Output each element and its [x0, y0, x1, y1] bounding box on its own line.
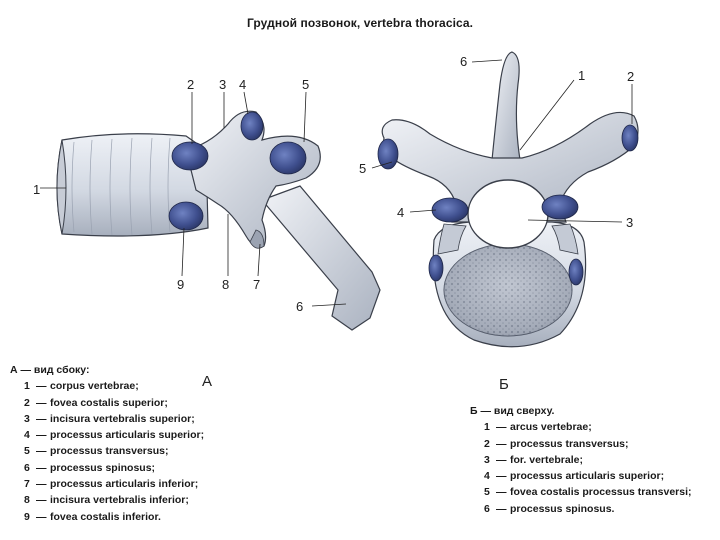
- legend-b-num: 6: [484, 502, 490, 515]
- view-a-letter: А: [202, 373, 212, 390]
- label-b-3: 3: [626, 215, 633, 230]
- legend-view-a: А — вид сбоку: 1—corpus vertebrae; 2—fov…: [10, 362, 204, 525]
- legend-a-text: processus articularis superior;: [50, 429, 205, 442]
- legend-b-text: processus spinosus.: [510, 502, 615, 515]
- transverse-costal-facet-right: [621, 124, 639, 152]
- view-b-superior: 1 2 3 4 5 6 Б: [359, 51, 639, 393]
- label-a-7: 7: [253, 277, 260, 292]
- view-a-lateral: 1 2 3 4 5 6 7 8 9 А: [33, 77, 381, 390]
- legend-a-num: 7: [24, 478, 30, 491]
- legend-a-item: 6—processus spinosus;: [10, 460, 204, 476]
- fovea-costalis-inferior: [168, 201, 204, 231]
- label-b-5: 5: [359, 161, 366, 176]
- legend-a-num: 4: [24, 429, 30, 442]
- legend-b-text: processus articularis superior;: [510, 470, 665, 483]
- spinous-process-a: [260, 185, 381, 331]
- view-b-letter: Б: [499, 376, 509, 393]
- transverse-process-facet-a: [269, 141, 307, 175]
- legend-b-item: 1—arcus vertebrae;: [470, 419, 692, 435]
- label-a-9: 9: [177, 277, 184, 292]
- legend-a-text: processus transversus;: [50, 445, 169, 458]
- legend-a-num: 9: [24, 510, 30, 523]
- legend-a-text: fovea costalis superior;: [50, 396, 168, 409]
- legend-a-num: 3: [24, 412, 30, 425]
- label-a-1: 1: [33, 182, 40, 197]
- label-b-6: 6: [460, 54, 467, 69]
- legend-a-num: 5: [24, 445, 30, 458]
- legend-b-num: 1: [484, 421, 490, 434]
- vertebral-foramen: [467, 179, 549, 249]
- legend-a-item: 1—corpus vertebrae;: [10, 378, 204, 394]
- legend-b-item: 2—processus transversus;: [470, 436, 692, 452]
- legend-a-num: 8: [24, 494, 30, 507]
- label-a-2: 2: [187, 77, 194, 92]
- label-a-4: 4: [239, 77, 246, 92]
- legend-b-heading: Б — вид сверху.: [470, 405, 555, 417]
- label-b-4: 4: [397, 205, 404, 220]
- label-a-6: 6: [296, 299, 303, 314]
- spinous-process-b: [491, 51, 521, 161]
- label-b-1: 1: [578, 68, 585, 83]
- legend-a-num: 6: [24, 461, 30, 474]
- legend-a-text: processus spinosus;: [50, 461, 156, 474]
- legend-a-text: fovea costalis inferior.: [50, 510, 161, 523]
- legend-a-num: 1: [24, 380, 30, 393]
- legend-b-text: fovea costalis processus transversi;: [510, 486, 692, 499]
- legend-a-item: 5—processus transversus;: [10, 443, 204, 459]
- legend-a-text: incisura vertebralis inferior;: [50, 494, 189, 507]
- costal-facet-body-left: [428, 254, 444, 282]
- superior-articular-facet-a: [240, 111, 264, 141]
- legend-a-text: corpus vertebrae;: [50, 380, 139, 393]
- legend-b-item: 3—for. vertebrale;: [470, 452, 692, 468]
- legend-b-item: 4—processus articularis superior;: [470, 468, 692, 484]
- body-striations: [71, 137, 171, 236]
- legend-b-num: 2: [484, 437, 490, 450]
- legend-b-num: 4: [484, 470, 490, 483]
- legend-b-num: 5: [484, 486, 490, 499]
- fovea-costalis-superior: [171, 141, 209, 171]
- arch-b: [381, 111, 639, 223]
- legend-b-item: 6—processus spinosus.: [470, 501, 692, 517]
- legend-a-item: 7—processus articularis inferior;: [10, 476, 204, 492]
- legend-a-item: 9—fovea costalis inferior.: [10, 509, 204, 525]
- leaders-b: [371, 59, 633, 223]
- legend-b-text: arcus vertebrae;: [510, 421, 592, 434]
- legend-a-num: 2: [24, 396, 30, 409]
- legend-a-item: 4—processus articularis superior;: [10, 427, 204, 443]
- label-b-2: 2: [627, 69, 634, 84]
- costal-facet-body-right: [568, 258, 584, 286]
- label-a-8: 8: [222, 277, 229, 292]
- legend-a-text: processus articularis inferior;: [50, 478, 199, 491]
- label-a-5: 5: [302, 77, 309, 92]
- legend-view-b: Б — вид сверху. 1—arcus vertebrae; 2—pro…: [470, 403, 692, 517]
- leaders-a: [40, 91, 347, 307]
- superior-articular-facet-right: [541, 194, 579, 220]
- legend-b-item: 5—fovea costalis processus transversi;: [470, 484, 692, 500]
- figure-title: Грудной позвонок, vertebra thoracica.: [246, 16, 474, 30]
- legend-b-text: for. vertebrale;: [510, 453, 583, 466]
- transverse-costal-facet-left: [377, 138, 399, 170]
- legend-b-num: 3: [484, 453, 490, 466]
- label-a-3: 3: [219, 77, 226, 92]
- legend-a-item: 8—incisura vertebralis inferior;: [10, 492, 204, 508]
- superior-articular-facet-left: [431, 197, 469, 223]
- legend-a-item: 2—fovea costalis superior;: [10, 395, 204, 411]
- legend-b-text: processus transversus;: [510, 437, 629, 450]
- legend-a-heading: А — вид сбоку:: [10, 364, 90, 376]
- legend-a-text: incisura vertebralis superior;: [50, 412, 195, 425]
- legend-a-item: 3—incisura vertebralis superior;: [10, 411, 204, 427]
